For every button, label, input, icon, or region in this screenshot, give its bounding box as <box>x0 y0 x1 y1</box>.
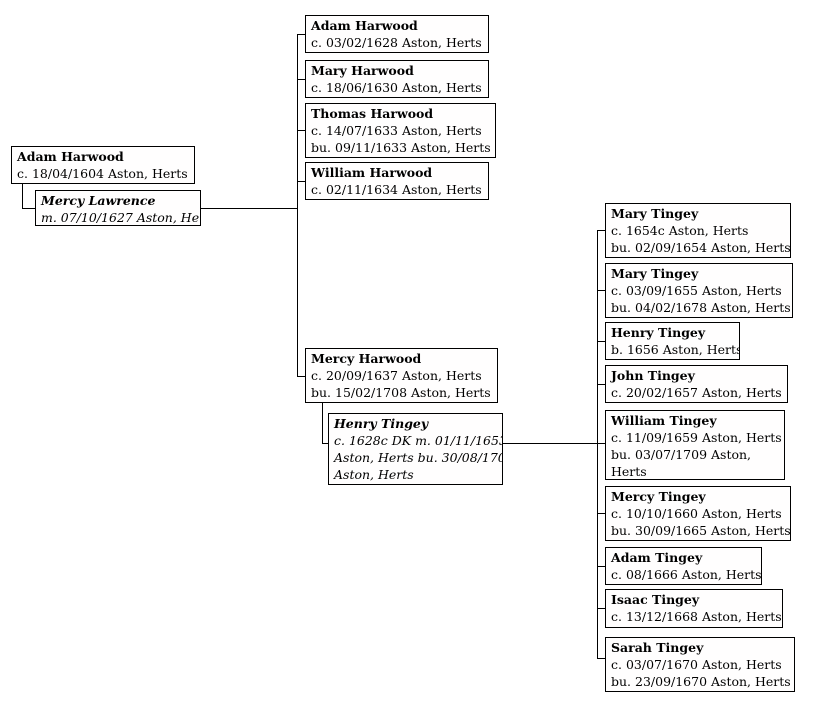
person-box-mary-tingey-2[interactable]: Mary Tingey c. 03/09/1655 Aston, Herts b… <box>605 263 793 318</box>
person-detail: b. 1656 Aston, Herts <box>611 342 740 357</box>
connector-stub-adam-t <box>597 566 605 567</box>
connector-couple1-to-children <box>201 208 297 209</box>
person-name: Adam Harwood <box>311 18 418 33</box>
connector-couple2-elbow <box>322 443 328 444</box>
person-detail: c. 1654c Aston, Herts <box>611 223 749 238</box>
person-name: Thomas Harwood <box>311 106 434 121</box>
connector-couple2-to-children <box>503 443 597 444</box>
person-name: Mary Tingey <box>611 206 699 221</box>
person-name: Adam Tingey <box>611 550 703 565</box>
person-detail: bu. 03/07/1709 Aston, <box>611 447 752 462</box>
person-detail: Aston, Herts <box>334 467 414 482</box>
person-name: Mary Tingey <box>611 266 699 281</box>
person-box-john-tingey[interactable]: John Tingey c. 20/02/1657 Aston, Herts <box>605 365 788 403</box>
person-name: Mary Harwood <box>311 63 414 78</box>
connector-stub-william-h <box>297 181 305 182</box>
connector-stub-henry-jr <box>597 341 605 342</box>
person-detail: bu. 04/02/1678 Aston, Herts <box>611 300 791 315</box>
person-detail: bu. 15/02/1708 Aston, Herts <box>311 385 491 400</box>
person-box-adam-harwood-sr[interactable]: Adam Harwood c. 18/04/1604 Aston, Herts <box>11 146 195 184</box>
connector-stub-mary-h <box>297 79 305 80</box>
person-detail: bu. 09/11/1633 Aston, Herts <box>311 140 491 155</box>
person-name: William Harwood <box>311 165 433 180</box>
connector-stub-sarah-t <box>597 658 605 659</box>
connector-stub-mercy-t <box>597 513 605 514</box>
person-detail: c. 03/07/1670 Aston, Herts <box>611 657 782 672</box>
person-box-mercy-harwood[interactable]: Mercy Harwood c. 20/09/1637 Aston, Herts… <box>305 348 498 403</box>
person-name: Adam Harwood <box>17 149 124 164</box>
connector-stub-mary-t1 <box>597 230 605 231</box>
person-box-henry-tingey-sr[interactable]: Henry Tingey c. 1628c DK m. 01/11/1653 A… <box>328 413 503 485</box>
connector-stub-adam-jr <box>297 34 305 35</box>
connector-stub-mary-t2 <box>597 290 605 291</box>
person-detail: c. 20/09/1637 Aston, Herts <box>311 368 482 383</box>
person-box-mary-tingey-1[interactable]: Mary Tingey c. 1654c Aston, Herts bu. 02… <box>605 203 791 258</box>
person-box-sarah-tingey[interactable]: Sarah Tingey c. 03/07/1670 Aston, Herts … <box>605 637 795 692</box>
person-box-adam-tingey[interactable]: Adam Tingey c. 08/1666 Aston, Herts <box>605 547 762 585</box>
connector-stub-william-t <box>597 443 605 444</box>
person-detail: c. 18/06/1630 Aston, Herts <box>311 80 482 95</box>
person-box-mercy-tingey[interactable]: Mercy Tingey c. 10/10/1660 Aston, Herts … <box>605 486 791 541</box>
person-name: Sarah Tingey <box>611 640 704 655</box>
connector-stub-isaac-t <box>597 608 605 609</box>
person-name: Henry Tingey <box>611 325 706 340</box>
person-detail: Aston, Herts bu. 30/08/1702 <box>334 450 503 465</box>
person-box-william-harwood[interactable]: William Harwood c. 02/11/1634 Aston, Her… <box>305 162 489 200</box>
connector-stub-thomas-h <box>297 130 305 131</box>
connector-stub-mercy-h <box>297 376 305 377</box>
person-detail: c. 14/07/1633 Aston, Herts <box>311 123 482 138</box>
person-detail: c. 03/09/1655 Aston, Herts <box>611 283 782 298</box>
person-box-adam-harwood-jr[interactable]: Adam Harwood c. 03/02/1628 Aston, Herts <box>305 15 489 53</box>
person-name: John Tingey <box>611 368 695 383</box>
person-detail: c. 20/02/1657 Aston, Herts <box>611 385 782 400</box>
person-detail: c. 08/1666 Aston, Herts <box>611 567 762 582</box>
person-name: Mercy Tingey <box>611 489 706 504</box>
person-name: Mercy Lawrence <box>41 193 156 208</box>
person-box-thomas-harwood[interactable]: Thomas Harwood c. 14/07/1633 Aston, Hert… <box>305 103 496 158</box>
person-box-henry-tingey-jr[interactable]: Henry Tingey b. 1656 Aston, Herts <box>605 322 740 360</box>
person-detail: c. 18/04/1604 Aston, Herts <box>17 166 188 181</box>
connector-couple1-elbow <box>22 208 35 209</box>
person-box-william-tingey[interactable]: William Tingey c. 11/09/1659 Aston, Hert… <box>605 410 785 480</box>
person-detail: m. 07/10/1627 Aston, Herts <box>41 210 201 225</box>
person-detail: c. 11/09/1659 Aston, Herts <box>611 430 782 445</box>
connector-couple2-drop <box>322 403 323 444</box>
person-box-mercy-lawrence[interactable]: Mercy Lawrence m. 07/10/1627 Aston, Hert… <box>35 190 201 226</box>
person-name: William Tingey <box>611 413 717 428</box>
person-detail: bu. 30/09/1665 Aston, Herts <box>611 523 791 538</box>
connector-sibling-spine-tingey <box>597 230 598 659</box>
person-detail: c. 02/11/1634 Aston, Herts <box>311 182 482 197</box>
connector-sibling-spine-harwood <box>297 34 298 377</box>
person-detail: Herts <box>611 464 647 479</box>
connector-stub-john-t <box>597 384 605 385</box>
person-box-isaac-tingey[interactable]: Isaac Tingey c. 13/12/1668 Aston, Herts <box>605 589 783 628</box>
person-detail: bu. 23/09/1670 Aston, Herts <box>611 674 791 689</box>
person-name: Henry Tingey <box>334 416 429 431</box>
connector-couple1-drop <box>22 184 23 209</box>
person-detail: c. 03/02/1628 Aston, Herts <box>311 35 482 50</box>
person-detail: c. 10/10/1660 Aston, Herts <box>611 506 782 521</box>
person-detail: c. 1628c DK m. 01/11/1653 <box>334 433 503 448</box>
person-name: Isaac Tingey <box>611 592 700 607</box>
person-detail: c. 13/12/1668 Aston, Herts <box>611 609 782 624</box>
person-name: Mercy Harwood <box>311 351 422 366</box>
person-box-mary-harwood[interactable]: Mary Harwood c. 18/06/1630 Aston, Herts <box>305 60 489 98</box>
person-detail: bu. 02/09/1654 Aston, Herts <box>611 240 791 255</box>
